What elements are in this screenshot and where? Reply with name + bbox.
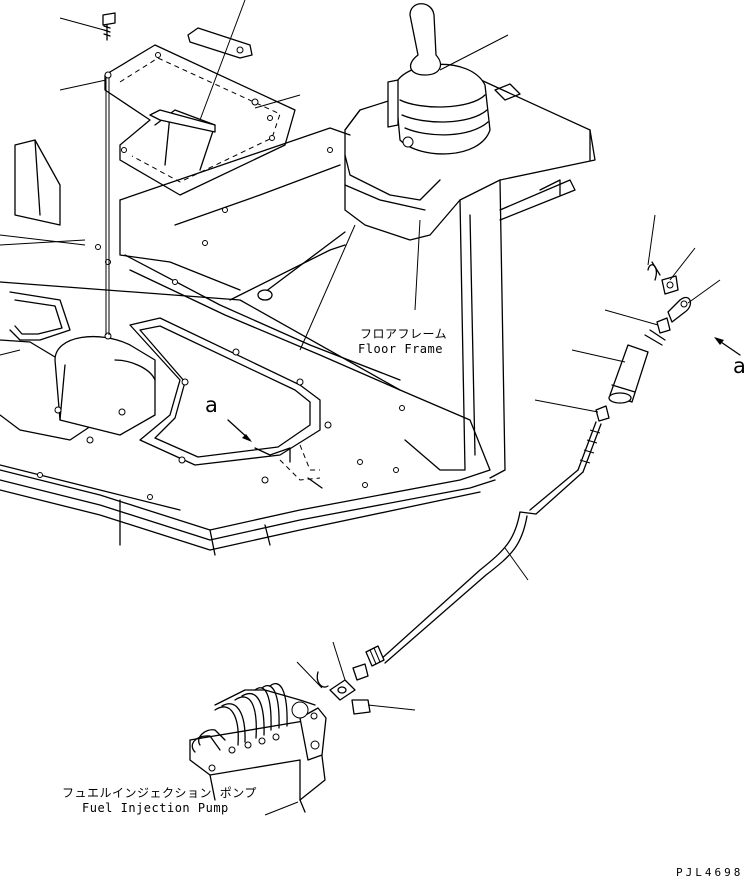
cover-plate	[104, 27, 296, 196]
floor-frame-label-ja: フロアフレーム	[360, 327, 448, 341]
fuel-pump	[189, 683, 327, 813]
bolt-assembly	[102, 12, 116, 335]
fuel-pump-label-ja: フュエルインジェクション ポンプ	[62, 786, 257, 800]
fuel-pump-label-en: Fuel Injection Pump	[82, 801, 229, 815]
view-ref-left: a	[205, 393, 218, 417]
drawing-code: PJL4698	[676, 866, 744, 879]
control-console	[344, 3, 596, 479]
floor-frame-label-en: Floor Frame	[358, 342, 443, 356]
view-arrows	[227, 337, 741, 489]
control-cable	[316, 261, 692, 715]
floor-frame	[0, 127, 496, 556]
view-ref-right: a	[733, 354, 746, 378]
leader-lines	[0, 0, 721, 816]
